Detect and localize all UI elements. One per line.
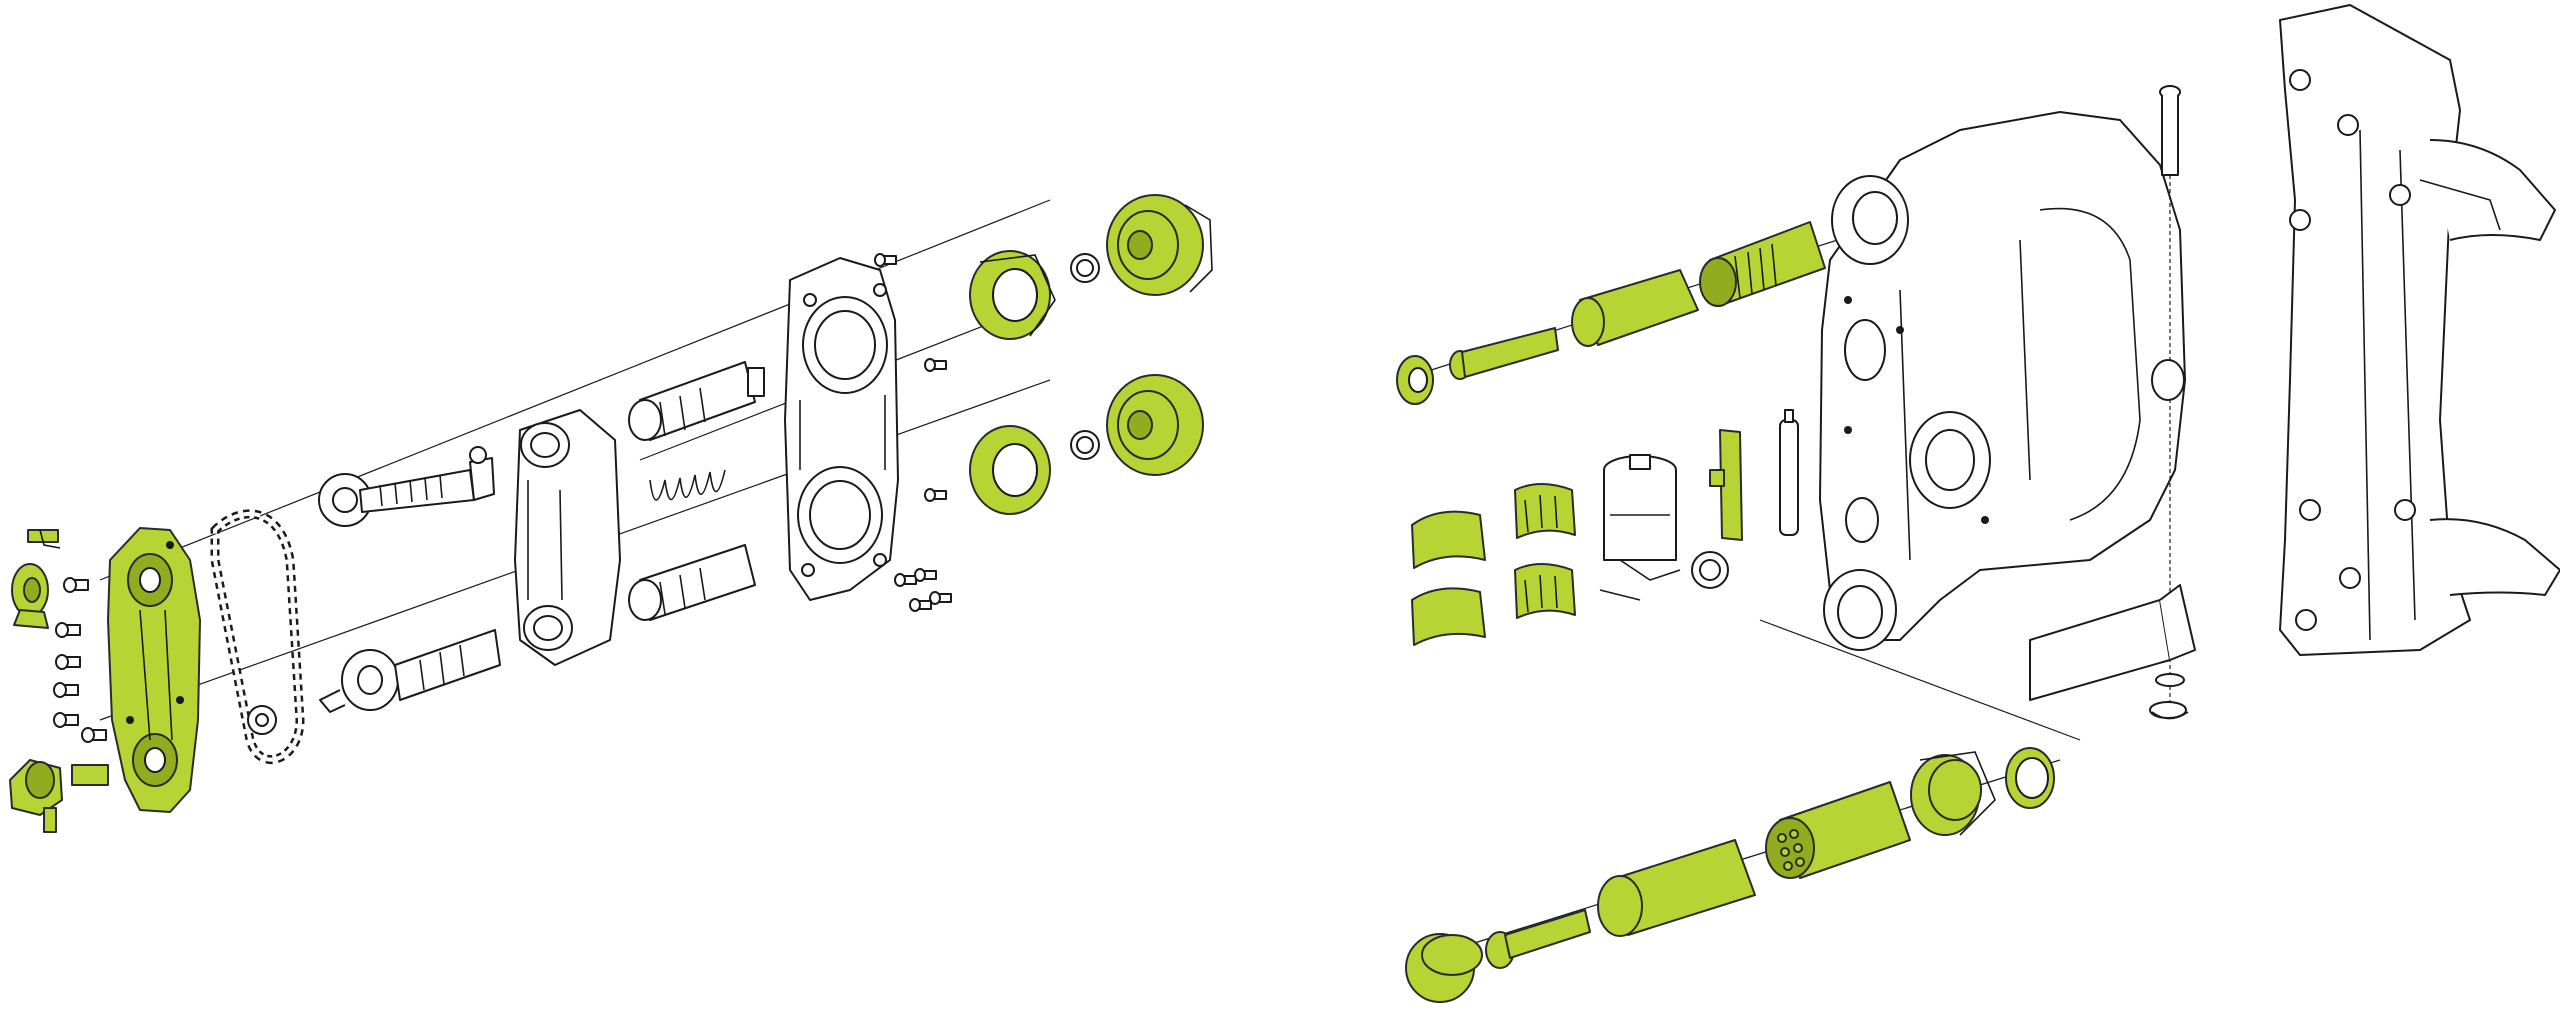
lower-piston-seal [969, 425, 1051, 515]
thrust-piece-block [1599, 454, 1729, 601]
bottom-guide-sleeve [1597, 839, 1756, 937]
bottom-dust-boot [1910, 751, 1996, 836]
bottom-end-cap [1405, 933, 1483, 1003]
chain-loop [210, 509, 305, 765]
guide-pin-cap [1396, 355, 1434, 405]
upper-left-half-shell [1411, 510, 1486, 569]
lower-piston-boot [1106, 374, 1204, 476]
bottom-guide-bolt [1485, 909, 1591, 969]
lower-seal-ring [1070, 430, 1100, 460]
upper-seal-ring [1070, 253, 1100, 283]
left-assembly [9, 194, 1213, 833]
bridge-bracket [514, 409, 621, 666]
adjuster-housing-plate [784, 257, 899, 601]
right-assembly [1396, 4, 2560, 741]
pivot-pin [2159, 85, 2181, 710]
sensor-rod [1779, 409, 1799, 536]
lower-thrust-tube [628, 544, 756, 621]
green-end-cap [9, 759, 109, 833]
upper-ribbed-shell [1514, 483, 1576, 539]
screw-set [53, 577, 107, 743]
pin-washer [2149, 673, 2189, 720]
lower-left-half-shell [1411, 587, 1486, 646]
return-spring [649, 469, 726, 501]
lower-ribbed-shell [1514, 563, 1576, 619]
bottom-perforated-bushing [1765, 781, 1911, 879]
lower-adjuster-spindle [319, 629, 501, 713]
bottom-assembly [1405, 747, 2061, 1003]
ribbed-bushing [1699, 221, 1826, 307]
upper-adjuster-spindle [318, 446, 495, 527]
caliper-housing [1819, 111, 2186, 651]
leader-line [1759, 619, 2081, 741]
guide-sleeve [1571, 269, 1699, 347]
guide-pin-bolt [1449, 327, 1559, 380]
housing-screws [874, 253, 952, 612]
retaining-clip [1709, 429, 1743, 541]
upper-piston-seal [969, 250, 1056, 340]
wear-sensor-part [11, 529, 61, 629]
caliper-carrier-bracket [2279, 4, 2560, 656]
actuating-lever [2029, 359, 2196, 701]
green-cover-plate [107, 527, 201, 813]
upper-thrust-tube [628, 361, 765, 441]
bottom-seal-ring [2005, 747, 2055, 809]
upper-piston-boot [1106, 194, 1213, 296]
